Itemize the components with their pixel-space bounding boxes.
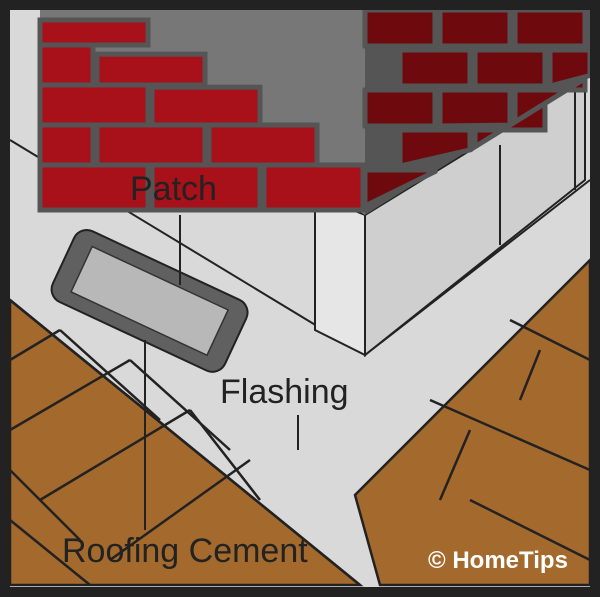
brick [37,42,96,88]
brick [437,87,513,129]
patch-assembly [50,229,249,373]
brick [37,82,151,128]
brick [397,47,473,89]
brick [261,162,366,213]
brick [472,47,548,89]
watermark: © HomeTips [428,547,568,574]
brick [206,122,320,168]
brick [37,162,151,213]
label-flashing: Flashing [220,373,349,411]
brick [362,87,438,129]
brick [149,162,263,213]
patch-piece [70,245,230,357]
brick [397,127,473,170]
brick [362,7,438,49]
label-patch: Patch [130,170,217,208]
flashing-edge [9,299,361,586]
brick [512,74,588,127]
brick [437,7,513,49]
brick [472,98,548,152]
brick [362,167,438,211]
brick [512,7,588,49]
brick [149,84,263,128]
brick-chimney [37,7,593,215]
brick [94,122,208,168]
step-flashing-front [314,193,366,357]
brick [37,122,96,168]
label-roofing-cement: Roofing Cement [62,532,308,570]
brick [94,51,208,88]
brick [37,17,151,48]
